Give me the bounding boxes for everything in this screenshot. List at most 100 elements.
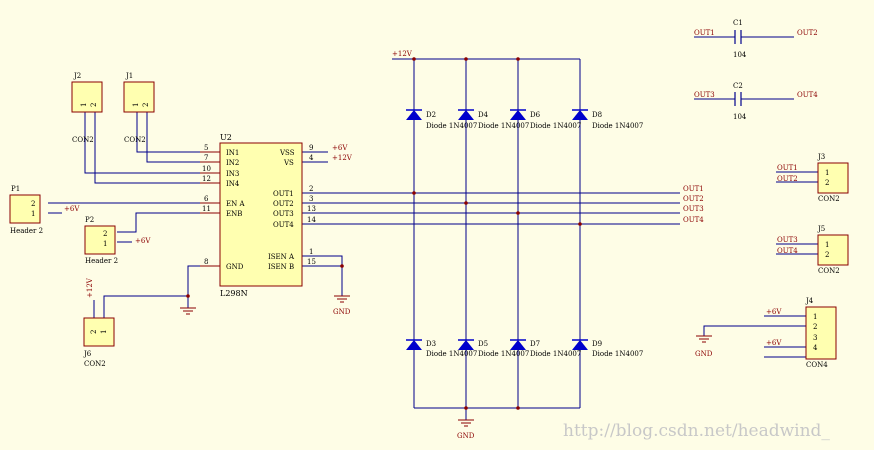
diode-d5[interactable]: D5 Diode 1N4007 [458, 339, 529, 358]
gnd-symbol-isen: GND [333, 295, 351, 316]
u2-pin-num: 1 [309, 248, 313, 256]
c1-ref: C1 [733, 19, 743, 27]
wire-j2-pin2-in4 [94, 112, 200, 184]
j6-pin: 1 [100, 330, 108, 334]
p1-ref: P1 [11, 185, 20, 193]
d9-part: Diode 1N4007 [592, 350, 643, 358]
d5-ref: D5 [478, 340, 488, 348]
capacitor-c2[interactable]: C2 104 OUT3 OUT4 [694, 82, 818, 121]
junction-dot [516, 406, 520, 410]
u2-pin-num: 2 [309, 185, 313, 193]
diode-d3[interactable]: D3 Diode 1N4007 [406, 339, 477, 358]
connector-j5[interactable]: J5 1 2 CON2 [817, 225, 849, 275]
j3-ref: J3 [817, 153, 825, 161]
watermark: http://blog.csdn.net/headwind_ [563, 421, 830, 441]
connector-j2[interactable]: J2 1 2 CON2 [71, 72, 103, 144]
d4-part: Diode 1N4007 [478, 122, 529, 130]
u2-pin-name: IN3 [226, 170, 239, 178]
diode-d2[interactable]: D2 Diode 1N4007 [406, 109, 477, 130]
j4-pin: 2 [813, 323, 817, 331]
wire-j4-gnd [703, 325, 806, 336]
diode-d6[interactable]: D6 Diode 1N4007 [510, 109, 581, 130]
u2-pin-name: IN2 [226, 159, 239, 167]
connector-j6[interactable]: 2 1 J6 CON2 [83, 317, 115, 368]
diode-d7[interactable]: D7 Diode 1N4007 [510, 339, 581, 358]
junction-dot [464, 406, 468, 410]
u2-pin-name: OUT2 [273, 200, 294, 208]
diode-d8[interactable]: D8 Diode 1N4007 [572, 109, 643, 130]
net-label-out3: OUT3 [683, 205, 704, 213]
u2-pin-name: VSS [279, 149, 295, 157]
u2-pin-name: IN1 [226, 149, 239, 157]
j1-pin: 2 [142, 103, 150, 107]
d3-ref: D3 [426, 340, 436, 348]
junction-dot [578, 222, 582, 226]
u2-pin-num: 5 [204, 144, 208, 152]
u2-pin-num: 14 [307, 216, 316, 224]
u2-pin-num: 3 [309, 195, 313, 203]
u2-pin-name: OUT4 [273, 221, 294, 229]
j3-part: CON2 [818, 195, 840, 203]
connector-j4[interactable]: J4 1 2 3 4 CON4 [805, 297, 837, 369]
c2-left-net: OUT3 [694, 91, 715, 99]
u2-pin-name: OUT1 [273, 190, 294, 198]
connector-j3[interactable]: J3 1 2 CON2 [817, 153, 849, 203]
wire-isen-b [302, 265, 343, 296]
wire-u2-gnd [103, 265, 200, 318]
d4-ref: D4 [478, 111, 489, 119]
diode-d4[interactable]: D4 Diode 1N4007 [458, 109, 529, 130]
u2-ref: U2 [220, 133, 232, 142]
j5-pin: 2 [825, 251, 829, 259]
gnd-symbol-u2 [180, 307, 196, 315]
j4-pin: 3 [813, 334, 817, 342]
u2-pin-name: ENB [226, 210, 242, 218]
capacitor-c1[interactable]: C1 104 OUT1 OUT2 [694, 19, 818, 59]
j6-pin: 2 [90, 330, 98, 334]
u2-pin-num: 7 [204, 154, 208, 162]
wire-j2-pin1-in3 [84, 112, 200, 174]
j5-part: CON2 [818, 267, 840, 275]
d6-part: Diode 1N4007 [530, 122, 581, 130]
net-label-out1: OUT1 [683, 185, 704, 193]
u2-pin-num: 13 [307, 205, 316, 213]
connector-p1[interactable]: P1 2 1 Header 2 [9, 185, 43, 235]
d3-part: Diode 1N4007 [426, 350, 477, 358]
d2-ref: D2 [426, 111, 436, 119]
j2-pin: 2 [90, 103, 98, 107]
junctions [186, 57, 582, 410]
u2-pin-num: 12 [202, 175, 211, 183]
d5-part: Diode 1N4007 [478, 350, 529, 358]
j4-part: CON4 [806, 361, 828, 369]
c2-value: 104 [733, 113, 747, 121]
wire-j1-pin2-in2 [146, 112, 200, 163]
net-label-12v: +12V [332, 154, 353, 162]
u2-pin-num: 10 [202, 165, 211, 173]
u2-l298n[interactable]: U2 L298N 5 7 10 12 6 11 8 IN1 IN2 IN3 IN… [200, 133, 316, 298]
u2-pin-name: GND [226, 263, 244, 271]
diode-d9[interactable]: D9 Diode 1N4007 [572, 339, 643, 358]
u2-pin-name: VS [283, 159, 294, 167]
u2-pin-name: ISEN B [268, 263, 294, 271]
net-label-6v: +6V [135, 237, 151, 245]
net-label-6v: +6V [332, 144, 348, 152]
net-label-12v: +12V [392, 50, 413, 58]
d2-part: Diode 1N4007 [426, 122, 477, 130]
j1-pin: 1 [132, 103, 140, 107]
net-label-out3: OUT3 [777, 236, 798, 244]
junction-dot [186, 294, 190, 298]
connector-j1[interactable]: J1 1 2 CON2 [123, 72, 155, 144]
wire-p2-enb [117, 212, 200, 233]
u2-pin-name: ISEN A [268, 253, 295, 261]
wire-isen-a [302, 255, 343, 266]
net-label-out4: OUT4 [683, 216, 704, 224]
gnd-label: GND [695, 350, 713, 358]
connector-p2[interactable]: P2 2 1 Header 2 [84, 216, 118, 265]
p2-ref: P2 [85, 216, 94, 224]
u2-body [219, 142, 303, 287]
net-label-12v: +12V [86, 277, 94, 298]
junction-dot [464, 201, 468, 205]
d8-ref: D8 [592, 111, 602, 119]
junction-dot [516, 57, 520, 61]
junction-dot [412, 57, 416, 61]
